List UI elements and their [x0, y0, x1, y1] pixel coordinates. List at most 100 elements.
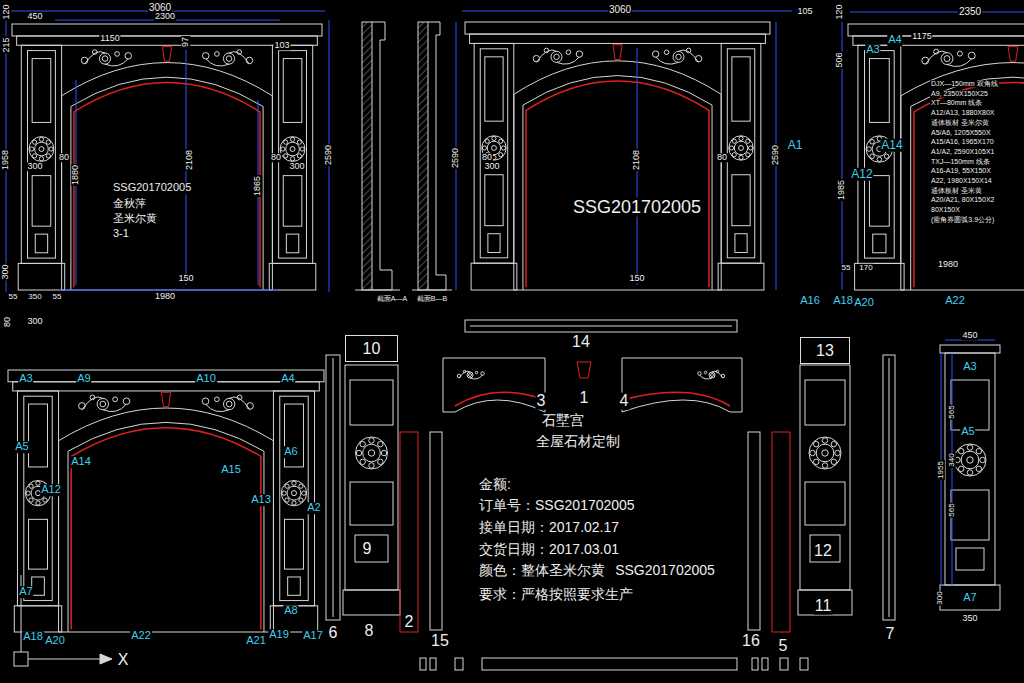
cad-line — [910, 106, 911, 290]
dimension-text: 15 — [430, 633, 450, 650]
cad-circle — [281, 147, 285, 151]
cad-circle — [482, 146, 486, 150]
cad-rect — [800, 365, 850, 590]
cad-rect — [798, 590, 852, 615]
cad-rect — [873, 234, 886, 253]
cad-circle — [281, 481, 306, 506]
dimension-text: 要求：严格按照要求生产 — [478, 587, 634, 602]
cad-rect — [273, 391, 314, 606]
dimension-text: 4 — [619, 393, 630, 410]
cad-curve — [622, 358, 742, 412]
callout-label: A4 — [887, 34, 902, 46]
cad-rect — [420, 658, 426, 670]
dimension-text: 5 — [778, 638, 789, 655]
cad-circle — [695, 55, 701, 61]
cad-circle — [287, 486, 301, 500]
dimension-text: 2350 — [958, 7, 982, 18]
callout-label: A7 — [18, 586, 33, 598]
cad-circle — [284, 154, 288, 158]
cad-circle — [941, 53, 953, 65]
cad-circle — [292, 501, 296, 505]
cad-circle — [704, 371, 707, 374]
cad-circle — [554, 54, 559, 59]
cad-circle — [961, 451, 979, 469]
cad-circle — [810, 450, 815, 455]
callout-label: A19 — [268, 629, 290, 641]
callout-label: A9 — [76, 373, 91, 385]
cad-rect — [270, 606, 317, 632]
part-number-box: 10 — [345, 335, 398, 362]
cad-circle — [246, 57, 253, 64]
dimension-text: 150 — [177, 274, 194, 283]
cad-rect — [21, 45, 61, 263]
cad-circle — [467, 372, 473, 378]
cad-rect — [956, 548, 984, 570]
cad-circle — [533, 55, 539, 61]
cad-rect — [940, 585, 1000, 610]
cad-line — [900, 96, 901, 290]
cad-curve — [161, 392, 170, 406]
callout-label: A4 — [280, 373, 295, 385]
cad-rect — [355, 535, 388, 562]
cad-rect — [485, 57, 503, 121]
cad-rect — [24, 396, 52, 600]
cad-rect — [482, 658, 737, 670]
cad-circle — [976, 448, 981, 453]
cad-rect — [288, 577, 301, 595]
cad-rect — [951, 380, 989, 430]
cad-circle — [729, 146, 733, 150]
cad-rect — [279, 51, 307, 258]
dimension-text: A12/A13, 1880X80X — [930, 109, 995, 116]
cad-curve — [206, 59, 229, 66]
cad-rect — [326, 355, 340, 620]
dimension-text: 订单号：SSG201702005 — [478, 498, 636, 513]
cad-circle — [223, 53, 234, 64]
dimension-text: 2108 — [632, 149, 641, 171]
cad-rect — [488, 234, 500, 253]
cad-rect — [17, 391, 58, 606]
cad-circle — [551, 51, 562, 62]
dimension-text: 300 — [936, 590, 944, 605]
callout-label: A22 — [130, 630, 152, 642]
dimension-text: 103 — [273, 41, 290, 50]
dimension-text: 105 — [796, 7, 813, 16]
cad-curve — [557, 57, 580, 64]
cad-circle — [286, 142, 300, 156]
cad-circle — [43, 498, 47, 502]
dimension-text: 圣米尔黄 — [112, 213, 158, 225]
cad-circle — [292, 481, 296, 485]
cad-circle — [46, 140, 50, 144]
cad-circle — [33, 140, 37, 144]
cad-circle — [113, 397, 118, 402]
cad-circle — [36, 501, 40, 505]
cad-circle — [967, 457, 973, 463]
cad-rect — [286, 234, 298, 253]
callout-label: A3 — [865, 44, 880, 56]
cad-line — [522, 105, 523, 290]
cad-circle — [566, 50, 571, 55]
cad-circle — [739, 136, 743, 140]
cad-rect — [951, 490, 989, 540]
dimension-text: 565 — [948, 502, 956, 517]
cad-circle — [215, 397, 220, 402]
dimension-text: 120 — [835, 3, 844, 20]
dimension-text: 1865 — [253, 175, 262, 197]
cad-line — [59, 632, 274, 633]
cad-curve — [577, 362, 591, 378]
callout-label: A6 — [283, 446, 298, 458]
dimension-text: 97 — [181, 36, 190, 48]
cad-curve — [74, 83, 260, 288]
dimension-text: 3-1 — [112, 228, 130, 240]
cad-circle — [664, 50, 669, 55]
cad-rect — [12, 24, 322, 36]
dimension-text: 300 — [1, 263, 10, 280]
cad-line — [514, 290, 721, 291]
cad-circle — [816, 444, 834, 462]
cad-curve — [100, 654, 112, 664]
cad-circle — [290, 157, 294, 161]
cad-rect — [858, 45, 901, 263]
cad-rect — [343, 590, 400, 615]
cad-rect — [752, 658, 758, 670]
cad-circle — [79, 403, 86, 410]
cad-circle — [92, 50, 97, 55]
